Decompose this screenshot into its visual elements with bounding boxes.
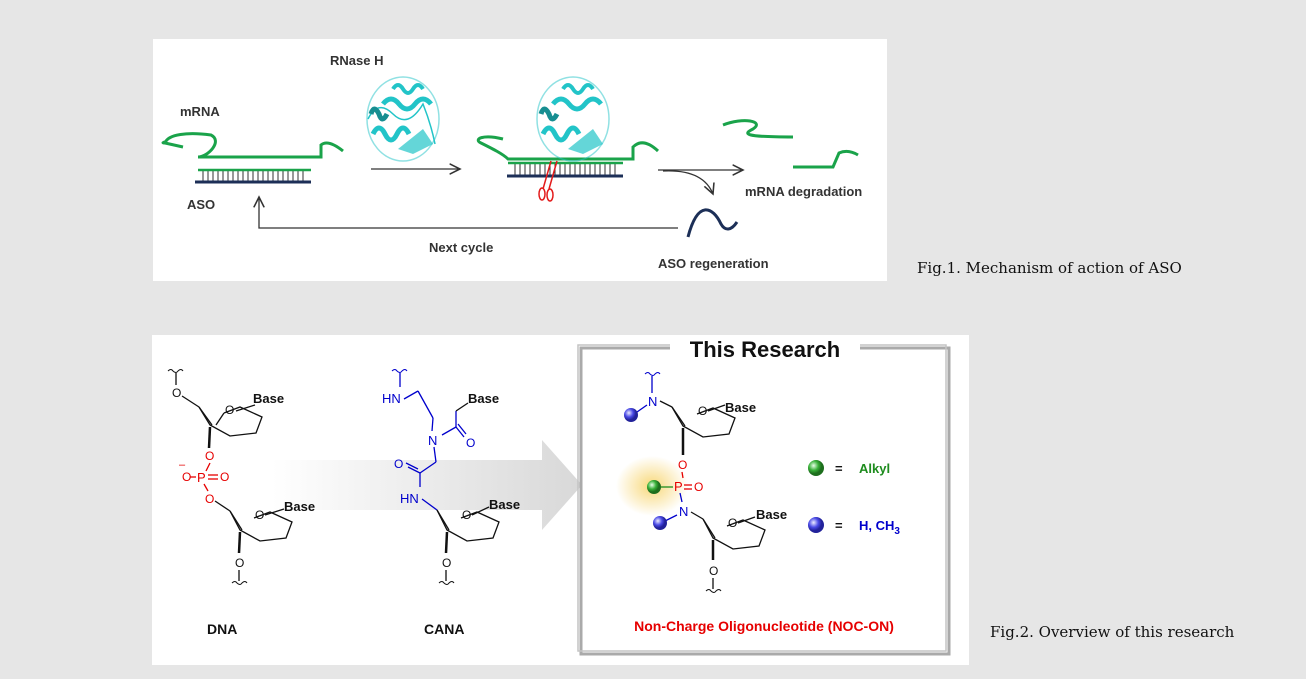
atom-p: P	[197, 470, 206, 485]
mrna-fragment	[722, 119, 794, 139]
base-label: Base	[489, 497, 520, 512]
cana-label: CANA	[424, 621, 464, 637]
legend-eq: =	[835, 518, 843, 533]
ring-oxygen: O	[728, 516, 737, 530]
free-aso	[686, 208, 739, 238]
base-label: Base	[253, 391, 284, 406]
nocon-label: Non-Charge Oligonucleotide (NOC-ON)	[634, 618, 894, 634]
research-title: This Research	[690, 337, 840, 362]
amide-n: N	[428, 433, 437, 448]
cana-structure: HN N O Base O HN O Base O CANA	[382, 369, 520, 637]
aso-regeneration-label: ASO regeneration	[658, 256, 769, 271]
atom-o: O	[694, 480, 703, 494]
h-ch-text: H, CH	[859, 518, 894, 533]
research-overview-diagram: O O Base O – O P O O O Base O DNA	[167, 337, 951, 656]
base-label: Base	[284, 499, 315, 514]
amine-n: N	[679, 504, 688, 519]
next-cycle-arrow	[259, 197, 678, 229]
atom-p: P	[674, 479, 683, 494]
atom-o: O	[235, 556, 244, 570]
fig2-caption: Fig.2. Overview of this research	[990, 623, 1235, 641]
mrna-fragment	[793, 149, 859, 169]
atom-o: O	[678, 458, 687, 472]
dna-label: DNA	[207, 621, 237, 637]
research-overview-panel: O O Base O – O P O O O Base O DNA	[152, 335, 969, 665]
this-research-box: This Research N O Base O P O N O Base O	[577, 337, 951, 656]
alkyl-label: Alkyl	[859, 461, 890, 476]
atom-o: O	[182, 470, 191, 484]
blue-substituent	[653, 516, 667, 530]
cleavage-complex	[476, 76, 660, 202]
rnase-h-label: RNase H	[330, 53, 383, 68]
aso-mechanism-diagram: RNase H mRNA ASO mRNA degradation Next c…	[161, 53, 862, 271]
aso-mechanism-panel: RNase H mRNA ASO mRNA degradation Next c…	[153, 39, 887, 281]
mrna-degradation-label: mRNA degradation	[745, 184, 862, 199]
amine-legend-ball	[808, 517, 824, 533]
base-label: Base	[725, 400, 756, 415]
mrna-label: mRNA	[180, 104, 220, 119]
base-label: Base	[468, 391, 499, 406]
atom-o: O	[172, 386, 181, 400]
scissors-icon	[538, 160, 558, 202]
atom-o: O	[205, 492, 214, 506]
fig1-caption: Fig.1. Mechanism of action of ASO	[917, 259, 1182, 277]
ring-oxygen: O	[462, 508, 471, 522]
amide-hn: HN	[400, 491, 419, 506]
green-substituent	[647, 480, 661, 494]
carbonyl-o: O	[394, 457, 403, 471]
next-cycle-label: Next cycle	[429, 240, 493, 255]
subscript-3: 3	[894, 526, 900, 537]
ring-oxygen: O	[698, 404, 707, 418]
legend-eq: =	[835, 461, 843, 476]
charge-minus: –	[179, 459, 186, 471]
rnase-h-protein	[366, 76, 440, 162]
amine-hn: HN	[382, 391, 401, 406]
atom-o: O	[442, 556, 451, 570]
alkyl-legend-ball	[808, 460, 824, 476]
atom-o: O	[205, 449, 214, 463]
mrna-aso-duplex	[161, 132, 344, 184]
ring-oxygen: O	[255, 508, 264, 522]
regeneration-arrow	[662, 170, 713, 194]
amine-n: N	[648, 394, 657, 409]
dna-structure: O O Base O – O P O O O Base O DNA	[167, 369, 315, 637]
blue-substituent	[624, 408, 638, 422]
base-label: Base	[756, 507, 787, 522]
atom-o: O	[220, 470, 229, 484]
aso-label: ASO	[187, 197, 215, 212]
carbonyl-o: O	[466, 436, 475, 450]
atom-o: O	[709, 564, 718, 578]
h-ch3-label: H, CH3	[859, 518, 900, 537]
progress-arrow	[272, 440, 582, 530]
ring-oxygen: O	[225, 403, 234, 417]
